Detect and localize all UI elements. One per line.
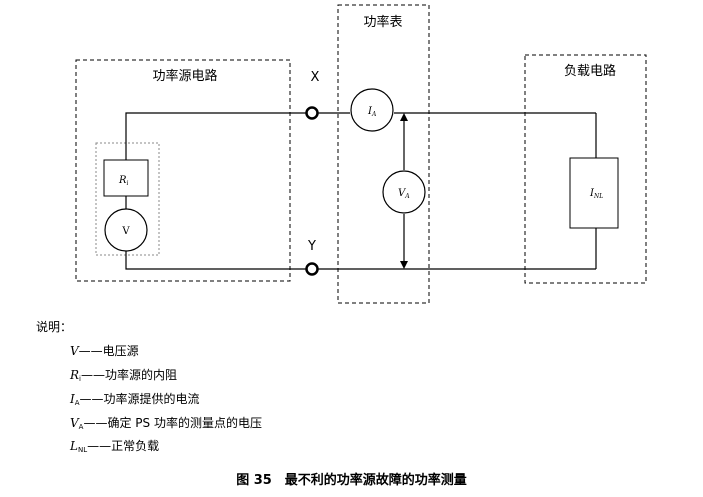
resistor-symbol: Ri: [118, 175, 129, 187]
voltage-meter-symbol: VA: [398, 188, 410, 200]
voltage-source-symbol: V: [121, 226, 130, 237]
source-circuit-box: [75, 59, 291, 282]
arrow-up-icon: [400, 113, 408, 121]
current-meter-symbol: IA: [367, 106, 377, 118]
arrow-down-icon: [400, 261, 408, 269]
power-meter-label: 功率表: [363, 14, 402, 30]
power-meter-box: [337, 4, 430, 304]
voltage-meter: [382, 170, 426, 214]
figure-caption: 图 35 最不利的功率源故障的功率测量: [236, 473, 467, 488]
legend-item: IA——功率源提供的电流: [70, 392, 200, 407]
internal-resistor: [103, 159, 149, 197]
terminal-y: [305, 262, 319, 276]
legend-item: LNL——正常负载: [70, 439, 160, 454]
source-inner-box: [95, 142, 160, 256]
node-x-label: X: [311, 70, 320, 85]
legend-item: Ri——功率源的内阻: [70, 368, 178, 383]
wires: [125, 112, 597, 270]
legend-item: V——电压源: [70, 344, 139, 358]
load-circuit-label: 负载电路: [564, 63, 616, 79]
load-box: [569, 157, 619, 229]
load-circuit-box: [524, 54, 647, 284]
source-circuit-label: 功率源电路: [152, 68, 217, 84]
terminal-x: [305, 106, 319, 120]
load-symbol: INL: [589, 188, 603, 200]
node-y-label: Y: [307, 239, 316, 254]
legend-title: 说明：: [36, 320, 73, 334]
current-meter: [350, 88, 394, 132]
voltage-source: [104, 208, 148, 252]
legend-item: VA——确定 PS 功率的测量点的电压: [70, 416, 262, 431]
